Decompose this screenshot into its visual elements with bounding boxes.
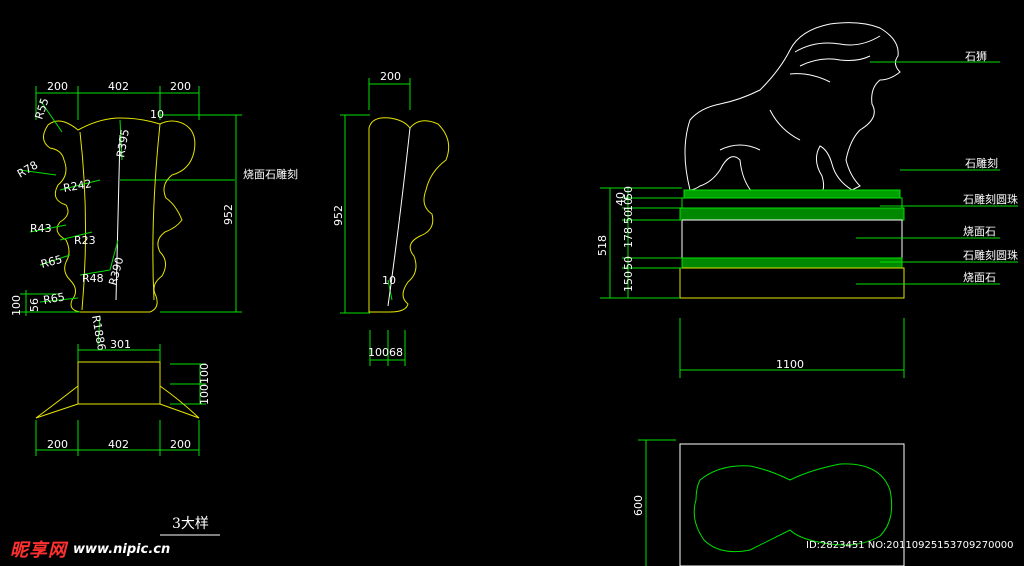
dim-10-top: 10	[150, 108, 164, 121]
pedestal-vertical-dimensions	[600, 187, 682, 299]
dim-r43: R43	[30, 222, 52, 235]
watermark-logo: 昵享网	[10, 540, 67, 561]
dim-301: 301	[110, 338, 131, 351]
side-section: 200 952 10 10068	[332, 70, 450, 366]
lion-leader-lines	[856, 61, 1018, 285]
dim-pedestal-1100: 1100	[776, 358, 804, 371]
label-shao-mian-shi-diao-ke: 烧面石雕刻	[243, 167, 298, 181]
lion-mane	[719, 35, 881, 151]
dim-r48: R48	[82, 272, 104, 285]
dim-r1886: R1886	[89, 314, 108, 351]
base-dimensions	[35, 344, 206, 456]
front-center-line	[115, 134, 121, 301]
dim-pedestal-10: 10	[622, 198, 635, 212]
dim-r390: R390	[106, 256, 126, 287]
dim-height-952-left: 952	[222, 204, 235, 225]
dim-bot-402: 402	[108, 438, 129, 451]
dim-side-200: 200	[380, 70, 401, 83]
dim-pedestal-50a: 50	[622, 186, 635, 200]
dim-r78: R78	[15, 159, 40, 181]
dim-plan-600: 600	[632, 495, 645, 516]
dim-pedestal-40: 40	[614, 192, 627, 206]
dim-r23: R23	[74, 234, 96, 247]
dim-56: 56	[28, 298, 41, 312]
dim-r65-a: R65	[39, 253, 63, 271]
dim-100: 100	[10, 295, 23, 316]
lion-pedestal-bead-top	[683, 189, 901, 199]
dim-side-10: 10	[382, 274, 396, 287]
drawing-title: 3大样	[172, 516, 209, 532]
front-inner-line-right	[152, 123, 161, 301]
label-shao-mian-shi-1: 烧面石	[963, 225, 996, 238]
dim-bot-200-left: 200	[47, 438, 68, 451]
label-shi-diao-ke-yuan-zhu-2: 石雕刻圆珠	[963, 248, 1018, 262]
front-elevation: 200 402 200 952 烧面石雕刻	[10, 80, 298, 536]
lion-outline	[684, 22, 901, 195]
dim-100-100: 100100	[198, 363, 211, 405]
lion-pedestal-bead-2	[679, 207, 905, 221]
watermark: 昵享网 www.nipic.cn	[10, 536, 170, 562]
label-shao-mian-shi-2: 烧面石	[963, 271, 996, 284]
dim-r395: R395	[114, 128, 132, 158]
front-profile-outline	[43, 117, 196, 313]
dim-pedestal-518: 518	[596, 235, 609, 256]
dim-r65-b: R65	[42, 290, 66, 307]
lion-pedestal-bead-3	[681, 257, 903, 269]
side-profile-outline	[368, 117, 450, 313]
watermark-url: www.nipic.cn	[73, 541, 171, 557]
dim-top-200-left: 200	[47, 80, 68, 93]
lion-pedestal-base-stone	[679, 267, 905, 299]
dim-side-10068: 10068	[368, 346, 403, 359]
front-inner-line-left	[79, 131, 87, 311]
dim-top-402: 402	[108, 80, 129, 93]
label-shi-shi: 石狮	[965, 50, 987, 63]
label-shi-diao-ke: 石雕刻	[965, 156, 998, 170]
dim-top-200-right: 200	[170, 80, 191, 93]
dim-pedestal-150: 150	[622, 271, 635, 292]
base-block-outline	[35, 361, 200, 419]
lion-pedestal-band-1	[681, 197, 903, 209]
label-shi-diao-ke-yuan-zhu-1: 石雕刻圆珠	[963, 192, 1018, 206]
plan-base-outline	[679, 443, 905, 566]
watermark-id: ID:2823451 NO:20110925153709270000	[806, 540, 1014, 551]
dim-pedestal-178: 178	[622, 227, 635, 248]
plan-depth-dimension	[638, 439, 676, 566]
front-height-dimension	[120, 114, 242, 313]
dim-pedestal-50b: 50	[622, 210, 635, 224]
dim-r242: R242	[62, 177, 92, 195]
side-inner-line	[387, 127, 411, 307]
plan-lion-footprint	[693, 463, 893, 553]
lion-elevation: 石狮 石雕刻 石雕刻圆珠 烧面石 石雕刻圆珠 烧面石 518 40 50 10 …	[596, 22, 1018, 566]
pedestal-width-dimension	[679, 318, 905, 378]
dim-bot-200-right: 200	[170, 438, 191, 451]
front-top-dimensions	[35, 86, 200, 120]
dim-r55: R55	[32, 96, 51, 121]
lion-pedestal-stone-1	[681, 219, 903, 259]
front-radius-leaders	[19, 99, 123, 346]
dim-pedestal-50c: 50	[622, 256, 635, 270]
dim-side-952: 952	[332, 205, 345, 226]
